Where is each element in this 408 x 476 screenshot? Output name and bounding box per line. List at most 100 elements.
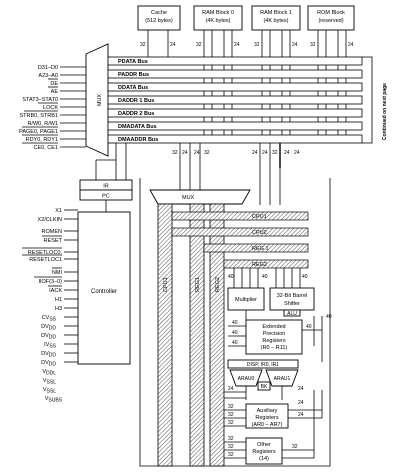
ram1-size: (4K bytes): [263, 18, 288, 24]
aux-label-2: Registers: [255, 415, 278, 421]
ram-block-1: RAM Block 1 (4K bytes): [251, 5, 301, 31]
multiplier-label: Multiplier: [235, 297, 257, 303]
width-label: 40: [228, 274, 234, 280]
signal-label: LOCK: [43, 105, 58, 111]
signal-label: CE0, CE1: [34, 145, 58, 151]
left-bus-signals: D31–D0 A23–A0 DE AE STAT3–STAT0 LOCK STR…: [19, 65, 86, 151]
width-label: 32: [172, 150, 178, 156]
ir-pc-block: IR PC: [79, 159, 133, 212]
width-label: 40: [326, 314, 332, 320]
arau0-label: ARAU0: [238, 376, 255, 382]
disp-label: DISP, IR0, IR1: [247, 362, 279, 368]
center-mux-label: MUX: [182, 195, 195, 201]
shifter-label-1: 32-Bit Barrel: [277, 293, 308, 299]
signal-label: RESET: [44, 238, 63, 244]
vertical-bus-reg2: REG2: [209, 203, 225, 467]
width-label: 32: [196, 42, 202, 48]
signal-label: H3: [55, 306, 62, 312]
center-mux: MUX: [149, 189, 251, 205]
signal-label: DVDD: [41, 324, 56, 332]
bus-label-dmadata: DMADATA Bus: [118, 124, 157, 130]
cache-block: Cache (512 bytes): [137, 5, 181, 31]
width-label: 24: [298, 412, 304, 418]
pc-label: PC: [102, 194, 110, 200]
width-label: 24: [234, 42, 240, 48]
ext-label-2: Precision: [263, 331, 286, 337]
width-label: 40: [232, 330, 238, 336]
ram-block-0: RAM Block 0 (4K bytes): [193, 5, 243, 31]
signal-label: D31–D0: [38, 65, 58, 71]
ram1-label: RAM Block 1: [260, 10, 292, 16]
bk-label: BK: [261, 384, 268, 390]
width-label: 40: [232, 340, 238, 346]
width-label: 32: [228, 420, 234, 426]
signal-label: NMI: [52, 270, 63, 276]
aux-label-3: (AR0 – AR7): [252, 422, 283, 428]
signal-label: DVDD: [41, 360, 56, 368]
bus-row-label-reg2: REG2: [252, 262, 267, 268]
alu-label: ALU: [287, 311, 297, 317]
aux-label-1: Auxiliary: [257, 408, 278, 414]
auxiliary-registers: Auxiliary Registers (AR0 – AR7): [245, 403, 289, 429]
bus-drops: [115, 143, 281, 205]
width-label: 40: [302, 274, 308, 280]
signal-label: IVSS: [44, 342, 57, 350]
bus-row-label-reg1: REG 1: [252, 246, 269, 252]
width-label: 24: [182, 150, 188, 156]
left-mux: MUX: [85, 43, 109, 157]
width-label: 24: [194, 150, 200, 156]
width-label: 32: [140, 42, 146, 48]
signal-label: AE: [51, 89, 59, 95]
width-label: 32: [228, 404, 234, 410]
reg1-vertical-label: REG1: [195, 277, 201, 292]
width-label: 24: [292, 42, 298, 48]
width-label: 24: [348, 42, 354, 48]
signal-label: DVDD: [41, 333, 56, 341]
width-label: 32: [292, 444, 298, 450]
width-label: 24: [284, 150, 290, 156]
bus-label-daddr1: DADDR 1 Bus: [118, 98, 154, 104]
signal-label: H1: [55, 297, 62, 303]
signal-label: STRB0, STRB1: [19, 113, 58, 119]
width-label: 24: [262, 150, 268, 156]
signal-label: IACK: [49, 288, 62, 294]
width-label: 24: [252, 150, 258, 156]
width-label: 32: [228, 452, 234, 458]
width-label: 40: [232, 320, 238, 326]
ext-label-1: Extended: [262, 324, 285, 330]
lower-connectors: [224, 390, 323, 459]
width-label: 24: [170, 42, 176, 48]
barrel-shifter: 32-Bit Barrel Shifter ALU: [269, 287, 315, 317]
signal-label: X2/CLKIN: [38, 217, 62, 223]
other-label-1: Other: [257, 442, 271, 448]
signal-label: DE: [50, 81, 58, 87]
signal-label: DVDD: [41, 351, 56, 359]
ext-label-4: (R0 – R11): [261, 345, 288, 351]
width-label: 32: [228, 412, 234, 418]
other-label-3: (14): [259, 456, 269, 462]
bus-bundle: [107, 56, 363, 144]
controller-label: Controller: [91, 289, 117, 295]
signal-label: VSSL: [43, 378, 56, 386]
signal-label: A23–A0: [38, 73, 58, 79]
signal-label: PAGE0, PAGE1: [19, 129, 58, 135]
shifter-label-2: Shifter: [284, 301, 300, 307]
width-label: 32: [228, 444, 234, 450]
bus-row-label-cpu2: CPU2: [252, 230, 267, 236]
vertical-bus-cpu1: CPU1: [157, 203, 173, 467]
width-label: 32: [310, 42, 316, 48]
arau1-label: ARAU1: [274, 376, 291, 382]
signal-label: CVSS: [42, 315, 57, 323]
rom-size: (reserved): [318, 18, 343, 24]
signal-label: RESETLOC0,: [28, 250, 63, 256]
left-mux-label: MUX: [97, 94, 103, 107]
bus-label-dmaaddr: DMAADDR Bus: [118, 137, 158, 143]
multiplier: Multiplier: [227, 287, 265, 311]
ram0-label: RAM Block 0: [202, 10, 234, 16]
signal-label: RESETLOC1: [29, 257, 62, 263]
vertical-bus-reg1: REG1: [189, 203, 205, 467]
controller: Controller: [77, 211, 131, 365]
width-label: 24: [294, 150, 300, 156]
alu-input-taps: [233, 268, 301, 288]
